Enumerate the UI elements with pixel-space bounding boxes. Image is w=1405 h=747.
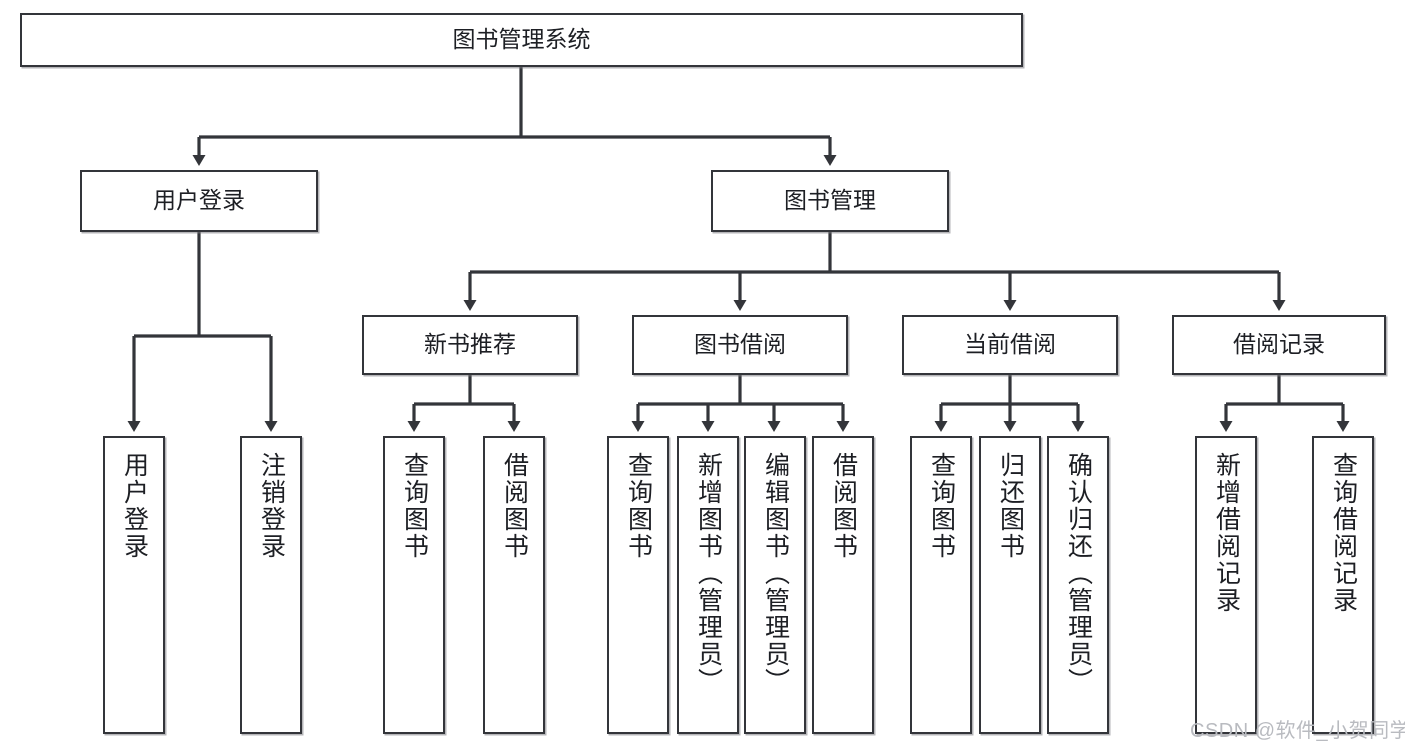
leaf-user-login-logout[interactable]: 注销登录 bbox=[240, 436, 302, 734]
node-book-management[interactable]: 图书管理 bbox=[711, 170, 949, 232]
node-book-borrow[interactable]: 图书借阅 bbox=[632, 315, 848, 375]
node-book-management-label: 图书管理 bbox=[784, 187, 876, 214]
leaf-user-login-login[interactable]: 用户登录 bbox=[103, 436, 165, 734]
leaf-current-confirm-return[interactable]: 确认归还（管理员） bbox=[1047, 436, 1109, 734]
node-new-book-recommend-label: 新书推荐 bbox=[424, 331, 516, 358]
leaf-label: 查询图书 bbox=[400, 452, 429, 560]
leaf-label: 注销登录 bbox=[257, 452, 286, 560]
node-user-login[interactable]: 用户登录 bbox=[80, 170, 318, 232]
node-root[interactable]: 图书管理系统 bbox=[20, 13, 1023, 67]
node-current-borrow-label: 当前借阅 bbox=[964, 331, 1056, 358]
leaf-borrow-borrow-book[interactable]: 借阅图书 bbox=[812, 436, 874, 734]
node-current-borrow[interactable]: 当前借阅 bbox=[902, 315, 1118, 375]
leaf-label: 编辑图书（管理员） bbox=[761, 452, 790, 695]
node-user-login-label: 用户登录 bbox=[153, 187, 245, 214]
leaf-record-add[interactable]: 新增借阅记录 bbox=[1195, 436, 1257, 734]
leaf-current-return-book[interactable]: 归还图书 bbox=[979, 436, 1041, 734]
leaf-label: 用户登录 bbox=[120, 452, 149, 560]
leaf-label: 查询图书 bbox=[624, 452, 653, 560]
leaf-borrow-query-book[interactable]: 查询图书 bbox=[607, 436, 669, 734]
leaf-label: 借阅图书 bbox=[500, 452, 529, 560]
leaf-label: 新增借阅记录 bbox=[1212, 452, 1241, 614]
leaf-borrow-edit-book[interactable]: 编辑图书（管理员） bbox=[744, 436, 806, 734]
leaf-label: 确认归还（管理员） bbox=[1064, 452, 1093, 695]
leaf-label: 查询借阅记录 bbox=[1329, 452, 1358, 614]
csdn-watermark: CSDN @软件_小贺同学 bbox=[1190, 720, 1405, 742]
node-root-label: 图书管理系统 bbox=[452, 26, 591, 53]
leaf-current-query-book[interactable]: 查询图书 bbox=[910, 436, 972, 734]
node-book-borrow-label: 图书借阅 bbox=[694, 331, 786, 358]
leaf-new-book-borrow[interactable]: 借阅图书 bbox=[483, 436, 545, 734]
leaf-label: 借阅图书 bbox=[829, 452, 858, 560]
leaf-label: 查询图书 bbox=[927, 452, 956, 560]
leaf-new-book-query[interactable]: 查询图书 bbox=[383, 436, 445, 734]
node-borrow-record[interactable]: 借阅记录 bbox=[1172, 315, 1386, 375]
leaf-label: 归还图书 bbox=[996, 452, 1025, 560]
node-borrow-record-label: 借阅记录 bbox=[1233, 331, 1325, 358]
leaf-record-query[interactable]: 查询借阅记录 bbox=[1312, 436, 1374, 734]
leaf-borrow-add-book[interactable]: 新增图书（管理员） bbox=[677, 436, 739, 734]
leaf-label: 新增图书（管理员） bbox=[694, 452, 723, 695]
node-new-book-recommend[interactable]: 新书推荐 bbox=[362, 315, 578, 375]
